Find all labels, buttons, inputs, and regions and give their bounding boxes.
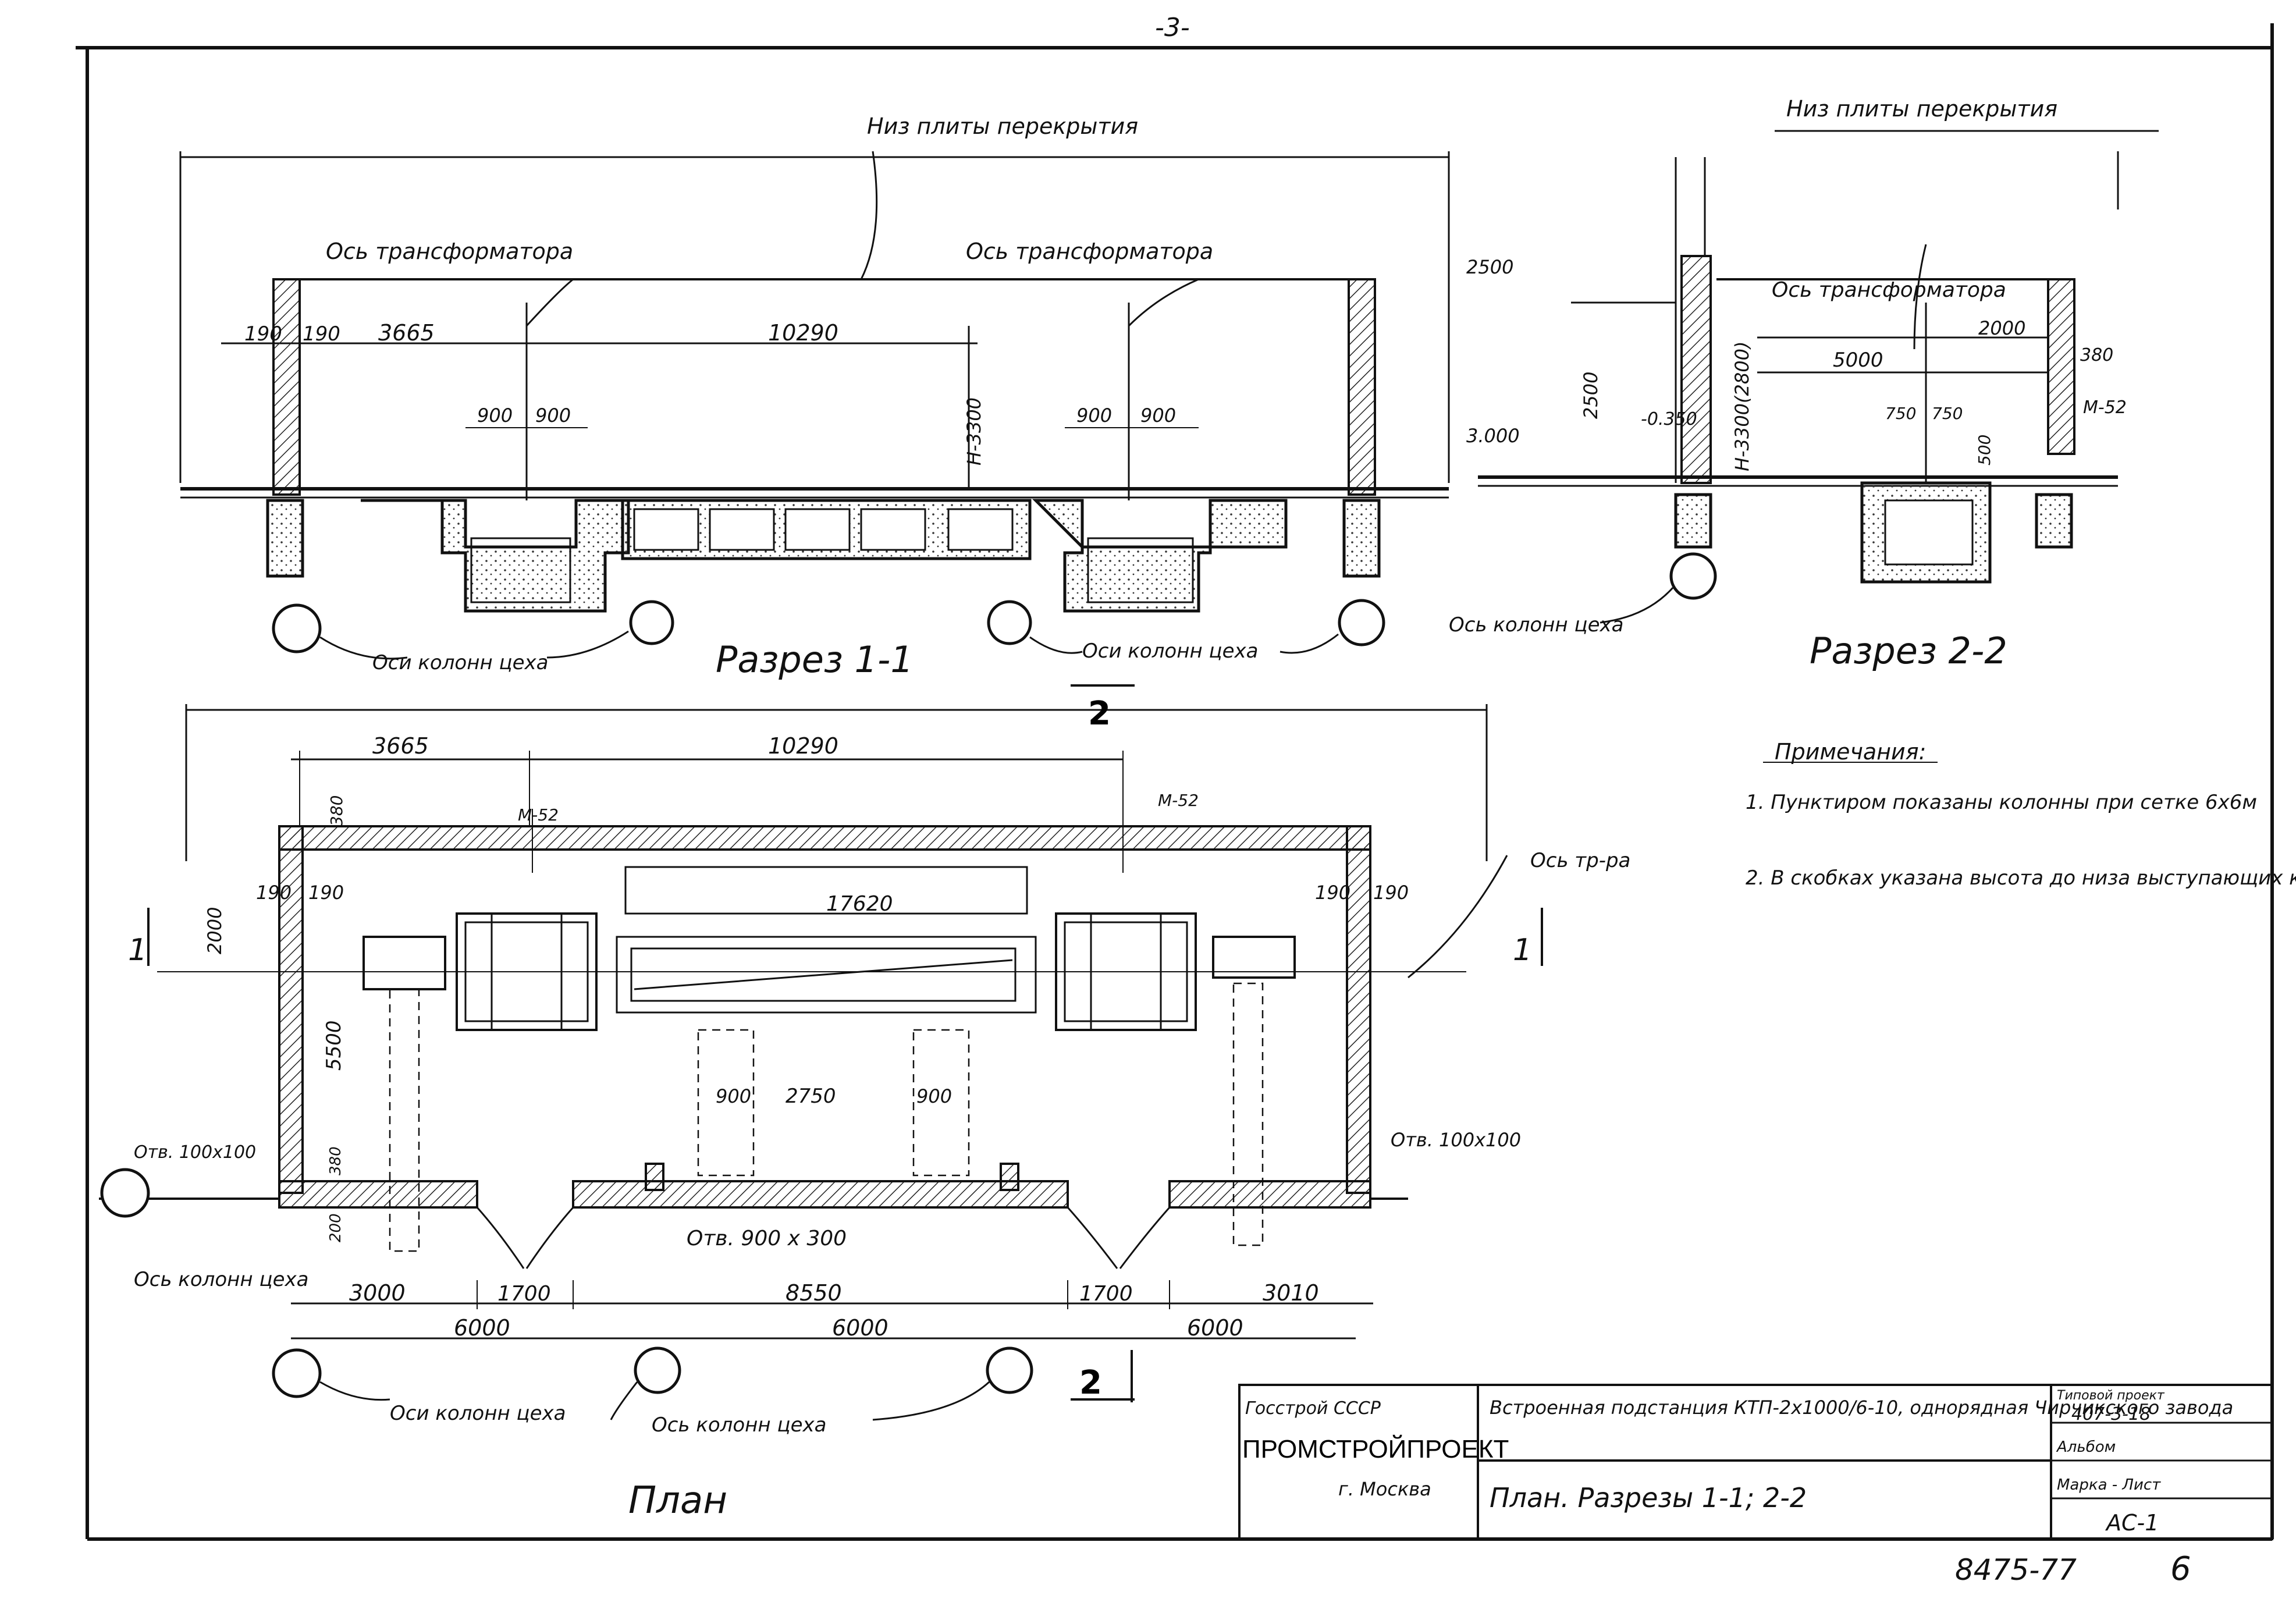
section1-transformer-axis-right: Ось трансформатора xyxy=(966,239,1213,264)
section1-transformer-axis-left: Ось трансформатора xyxy=(326,239,573,264)
section1-column-axes-left: Оси колонн цеха xyxy=(372,651,549,674)
plan-dim-height-mid: 5500 xyxy=(322,1020,346,1071)
notes-item-1: 1. Пунктиром показаны колонны при сетке … xyxy=(1746,791,2257,814)
plan-dim-grid-3: 6000 xyxy=(1187,1315,1243,1341)
section2-column-axis: Ось колонн цеха xyxy=(1449,613,1623,637)
plan-dim-grid-2: 6000 xyxy=(832,1315,888,1341)
plan-dim-bottom-wall: 380 xyxy=(327,1146,344,1175)
plan-column-axes-mid: Оси колонн цеха xyxy=(390,1402,566,1425)
plan-mark-left: М-52 xyxy=(518,805,559,825)
plan-dim-bot-3: 8550 xyxy=(786,1280,842,1306)
section2-dim-pit-a: 750 xyxy=(1885,404,1916,423)
plan-dim-right-a: 190 xyxy=(1315,882,1350,904)
section-1-1 xyxy=(179,151,1450,660)
title-org-2: ПРОМСТРОЙПРОЕКТ xyxy=(1242,1434,1509,1463)
plan xyxy=(99,684,1543,1421)
plan-dim-bot-4: 1700 xyxy=(1079,1282,1133,1306)
plan-dim-door-b: 900 xyxy=(916,1085,952,1107)
plan-dim-top-left: 3665 xyxy=(372,733,429,759)
section1-dim-wall-left-b: 190 xyxy=(303,322,340,346)
title-org-1: Госстрой СССР xyxy=(1245,1398,1381,1419)
plan-section-mark-bottom: 2 xyxy=(1079,1364,1102,1402)
title-city: г. Москва xyxy=(1338,1478,1431,1500)
section1-column-axes-right: Оси колонн цеха xyxy=(1082,639,1259,663)
plan-dim-height-top: 2000 xyxy=(204,907,226,954)
notes-heading: Примечания: xyxy=(1775,739,1926,765)
plan-dim-inner-long: 17620 xyxy=(826,892,893,916)
section1-dim-span-left: 3665 xyxy=(378,320,435,346)
section2-dim-mid: 2500 xyxy=(1580,372,1602,419)
plan-dim-door-a: 900 xyxy=(716,1085,751,1107)
section2-dim-bottom: 3.000 xyxy=(1466,425,1520,447)
plan-column-axis-right: Ось колонн цеха xyxy=(652,1413,826,1437)
plan-wall-right xyxy=(1346,825,1371,1194)
title-project-value: 407-3-18 xyxy=(2071,1404,2151,1424)
plan-transformer-axis: Ось тр-ра xyxy=(1530,849,1630,872)
section1-dim-pit-right-b: 900 xyxy=(1140,404,1176,427)
plan-opening-left: Отв. 100х100 xyxy=(134,1142,256,1163)
plan-dim-bot-2: 1700 xyxy=(497,1282,551,1306)
section2-dim-top: 2500 xyxy=(1466,256,1513,278)
plan-section-mark-right: 1 xyxy=(1513,933,1532,968)
section2-dim-height: H-3300(2800) xyxy=(1731,342,1753,471)
plan-dim-left-b: 190 xyxy=(308,882,344,904)
notes-item-2: 2. В скобках указана высота до низа выст… xyxy=(1746,866,2296,890)
plan-opening-bottom: Отв. 900 х 300 xyxy=(687,1227,847,1250)
section1-dim-span-main: 10290 xyxy=(768,320,838,346)
sheet-number: 6 xyxy=(2170,1550,2191,1588)
section2-dim-pit-b: 750 xyxy=(1932,404,1963,423)
plan-dim-left-a: 190 xyxy=(256,882,292,904)
section1-dim-pit-right-a: 900 xyxy=(1076,404,1112,427)
section1-dim-wall-left-a: 190 xyxy=(244,322,282,346)
plan-dim-door-gap: 2750 xyxy=(786,1085,836,1108)
section1-dim-pit-left-a: 900 xyxy=(477,404,513,427)
section1-title: Разрез 1-1 xyxy=(716,638,914,681)
title-sheet-title: План. Разрезы 1-1; 2-2 xyxy=(1490,1482,1807,1513)
section2-transformer-axis: Ось трансформатора xyxy=(1772,278,2006,302)
title-project-label: Типовой проект xyxy=(2057,1388,2165,1403)
section2-level: -0.350 xyxy=(1641,409,1697,429)
drawing-number: 8475-77 xyxy=(1955,1553,2077,1587)
plan-column-axis-left: Ось колонн цеха xyxy=(134,1268,308,1291)
title-sheet-label: Марка - Лист xyxy=(2057,1476,2161,1494)
page-number: -3- xyxy=(1155,13,1190,42)
title-block xyxy=(1238,1384,2273,1540)
plan-wall-top xyxy=(278,825,1371,851)
plan-dim-grid-1: 6000 xyxy=(454,1315,510,1341)
section1-slab-label: Низ плиты перекрытия xyxy=(867,113,1138,139)
section1-dim-pit-left-b: 900 xyxy=(535,404,571,427)
section1-wall-left xyxy=(272,278,301,496)
plan-dim-bottom-small: 200 xyxy=(327,1213,344,1242)
plan-opening-right: Отв. 100х100 xyxy=(1391,1129,1521,1151)
plan-wall-left xyxy=(278,825,304,1194)
section2-mark: М-52 xyxy=(2083,397,2127,418)
section-2-2 xyxy=(1478,130,2159,624)
plan-dim-wall-top: 380 xyxy=(327,795,346,826)
section2-dim-pit-depth: 500 xyxy=(1975,435,1994,466)
section2-title: Разрез 2-2 xyxy=(1810,630,2007,672)
plan-dim-right-b: 190 xyxy=(1373,882,1409,904)
section2-slab-label: Низ плиты перекрытия xyxy=(1786,96,2057,122)
title-sheet-value: АС-1 xyxy=(2105,1510,2159,1536)
section2-dim-offset: 2000 xyxy=(1978,317,2025,339)
plan-dim-top-main: 10290 xyxy=(768,733,838,759)
plan-title: План xyxy=(628,1479,727,1522)
plan-dim-bot-1: 3000 xyxy=(349,1280,406,1306)
section2-dim-wall: 380 xyxy=(2080,345,2113,365)
plan-dim-bot-5: 3010 xyxy=(1263,1280,1319,1306)
title-description: Встроенная подстанция КТП-2х1000/6-10, о… xyxy=(1490,1397,2233,1419)
sheet-frame xyxy=(76,23,2274,1541)
plan-mark-right: М-52 xyxy=(1158,791,1199,810)
plan-section-mark-left: 1 xyxy=(128,933,147,968)
section1-dim-height: H-3300 xyxy=(963,397,985,466)
title-album-label: Альбом xyxy=(2056,1438,2116,1456)
section2-dim-width: 5000 xyxy=(1833,349,1883,372)
plan-section-mark-top: 2 xyxy=(1088,695,1111,733)
section1-wall-right xyxy=(1348,278,1376,496)
